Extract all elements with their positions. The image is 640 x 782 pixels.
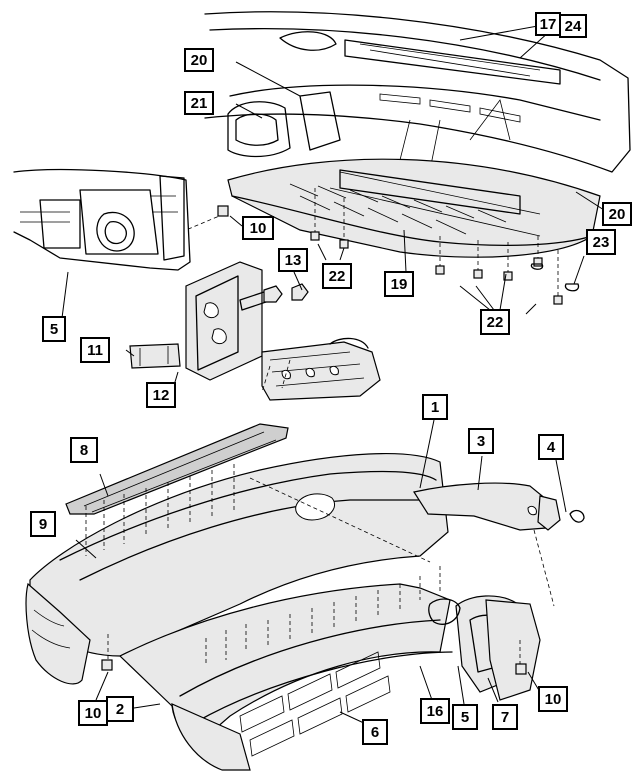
callout-5-upper: 5 [42, 316, 66, 342]
callout-2: 2 [106, 696, 134, 722]
callout-1: 1 [422, 394, 448, 420]
callout-4: 4 [538, 434, 564, 460]
bolt-10-upper [185, 205, 229, 231]
callout-22-left: 22 [322, 263, 352, 289]
callout-12: 12 [146, 382, 176, 408]
callout-22-right: 22 [480, 309, 510, 335]
callout-16: 16 [420, 698, 450, 724]
callout-17: 17 [535, 12, 561, 36]
callout-24: 24 [559, 14, 587, 38]
callout-20-lower: 20 [602, 202, 632, 226]
callout-10-right: 10 [538, 686, 568, 712]
right-side-brackets [101, 482, 585, 701]
upper-bumper-assembly [204, 11, 631, 258]
callout-21: 21 [184, 91, 214, 115]
grille-corner-assembly [13, 168, 191, 271]
callout-13: 13 [278, 248, 308, 272]
bumper-bracket-assembly [129, 261, 381, 401]
callout-3: 3 [468, 428, 494, 454]
callout-11: 11 [80, 337, 110, 363]
callout-6: 6 [362, 719, 388, 745]
callout-20-upper: 20 [184, 48, 214, 72]
callout-7: 7 [492, 704, 518, 730]
callout-23: 23 [586, 229, 616, 255]
front-bumper-fascia [25, 423, 453, 771]
callout-10-left: 10 [78, 700, 108, 726]
callout-19: 19 [384, 271, 414, 297]
callout-9: 9 [30, 511, 56, 537]
splash-shield-screws [310, 188, 580, 305]
callout-10-upper: 10 [242, 216, 274, 240]
callout-8: 8 [70, 437, 98, 463]
callout-5-lower: 5 [452, 704, 478, 730]
